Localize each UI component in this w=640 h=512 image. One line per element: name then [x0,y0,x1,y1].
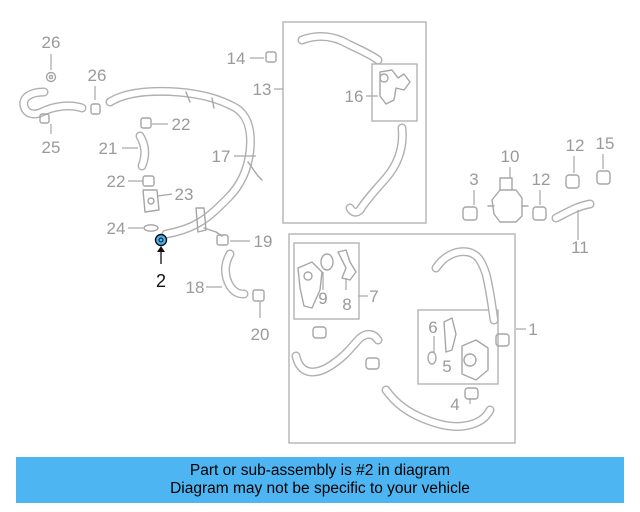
callout-18: 18 [186,278,205,297]
clamp-15 [596,170,611,185]
callout-14: 14 [227,49,246,68]
hose-25 [19,87,87,119]
callout-17: 17 [212,147,231,166]
callout-23: 23 [175,185,194,204]
leader-2-arrow [157,246,165,252]
clamp-22-lower [142,175,155,187]
callout-12-a: 12 [532,170,551,189]
part-2-clamp[interactable] [154,233,168,247]
callout-19: 19 [254,232,273,251]
clamp-22-upper [140,117,152,129]
callout-20: 20 [251,325,270,344]
pipe-17 [105,86,263,239]
callout-3: 3 [469,170,478,189]
gasket-8 [337,249,357,281]
callout-22-upper: 22 [172,115,191,134]
callout-6: 6 [428,318,437,337]
callout-13: 13 [253,80,272,99]
group-frame-13 [282,21,427,224]
banner-line-1: Part or sub-assembly is #2 in diagram [189,462,451,479]
housing-5 [461,339,489,381]
hose-11 [551,199,595,223]
callout-4: 4 [450,395,459,414]
connector-23 [142,189,160,213]
clamp-26-top [45,71,57,83]
callout-9: 9 [318,289,327,308]
callout-26-right: 26 [88,66,107,85]
clamp-group1-b [365,357,380,370]
callout-8: 8 [342,295,351,314]
banner-line-2: Diagram may not be specific to your vehi… [170,480,470,497]
housing-9 [297,261,323,309]
gasket-6 [427,317,457,365]
info-banner: Part or sub-assembly is #2 in diagram Di… [16,457,624,503]
callout-22-lower: 22 [107,172,126,191]
clamp-14 [265,51,277,63]
group-frame-16 [371,63,418,122]
hose-18 [221,249,249,299]
clamp-12-a [532,206,547,221]
clamp-1 [495,333,510,347]
callout-10: 10 [501,147,520,166]
oring-24 [143,224,159,232]
callout-1: 1 [528,320,537,339]
leader-lines [50,54,604,404]
hose-13-lower [345,123,407,217]
clamp-3 [462,206,478,221]
hose-7-lower [291,329,383,377]
callout-2[interactable]: 2 [156,271,166,291]
clamp-4 [464,387,479,400]
clamp-group1-a [312,326,327,339]
hose-13-upper [297,32,383,65]
group-frame-1 [288,233,516,444]
callout-16: 16 [345,87,364,106]
callout-21: 21 [99,139,118,158]
clamp-26-right [90,103,101,115]
callout-11: 11 [571,238,589,257]
callout-12-b: 12 [566,136,585,155]
oring-7-inner [320,253,334,271]
clamp-20 [252,289,265,302]
housing-10 [487,177,529,223]
fitting-16 [379,69,411,105]
clamp-19 [216,234,229,246]
clamp-12-b [565,174,580,189]
group-frame-7 [293,242,360,320]
callout-7: 7 [369,287,378,306]
callout-26-top: 26 [42,33,61,52]
pipe-1 [431,247,499,325]
callout-24: 24 [107,219,126,238]
callout-25: 25 [42,138,61,157]
clamp-25-left [39,113,50,124]
callout-5: 5 [442,357,451,376]
parts-diagram: 26 26 25 14 13 16 22 21 17 22 23 24 2 19… [19,21,615,444]
group-frame-5 [417,309,499,385]
callout-15: 15 [596,134,615,153]
hose-21 [135,131,150,171]
hose-4 [381,385,495,431]
